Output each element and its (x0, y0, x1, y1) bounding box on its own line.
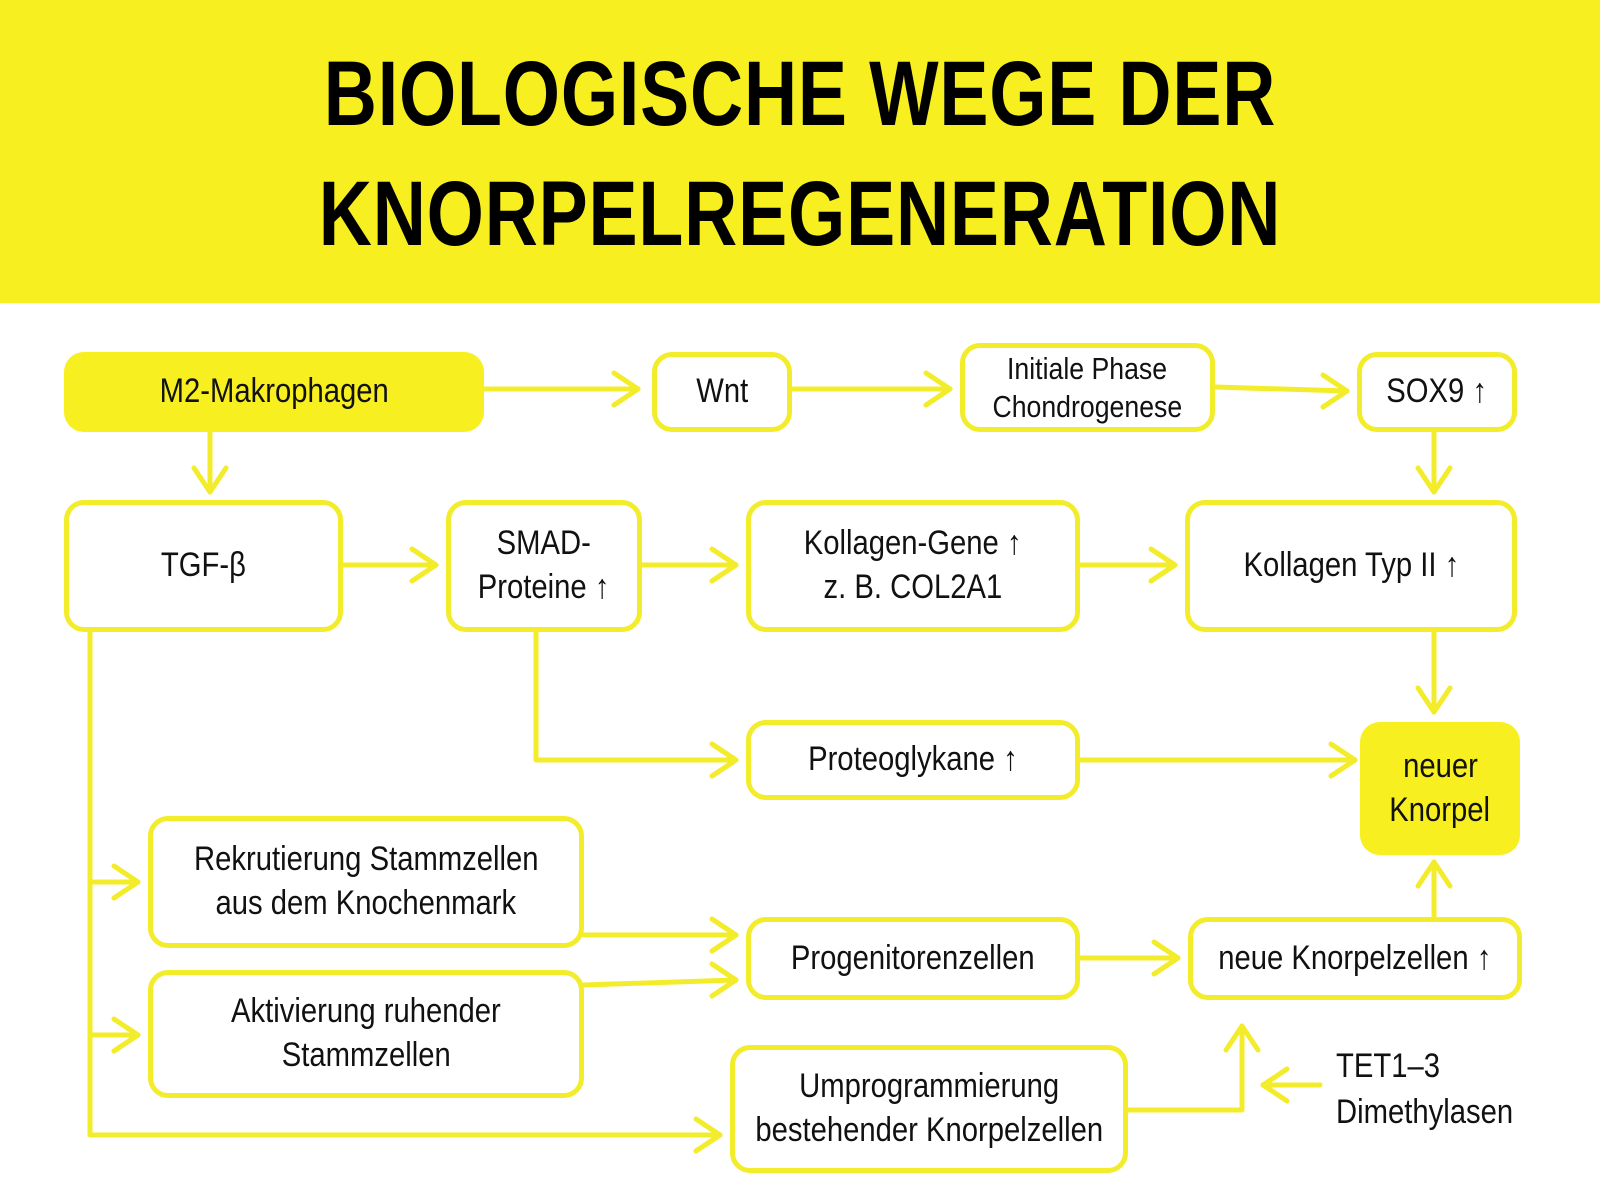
node-kollagen-gene: Kollagen-Gene ↑ z. B. COL2A1 (746, 500, 1080, 632)
arrow-umprog-to-neue (1125, 1023, 1245, 1113)
arrowhead (111, 1016, 141, 1054)
arrow-aktivierung-to-progenitor (581, 977, 739, 988)
node-label: aus dem Knochenmark (215, 884, 517, 922)
node-label: Stammzellen (281, 1036, 451, 1074)
page-title-line-1: BIOLOGISCHE WEGE DER (323, 43, 1277, 145)
node-m2-makrophagen: M2-Makrophagen (64, 352, 484, 432)
node-label: Progenitorenzellen (791, 938, 1035, 977)
node-neuer-knorpel: neuer Knorpel (1360, 722, 1520, 855)
node-label: SMAD- (496, 524, 592, 563)
node-label: Rekrutierung Stammzellen (193, 840, 539, 879)
arrowhead (709, 741, 739, 779)
trunk-tgf-down (87, 629, 723, 1138)
node-label: Wnt (695, 372, 748, 411)
label-tet-dimethylasen: TET1–3 Dimethylasen (1336, 1044, 1542, 1136)
arrowhead (191, 465, 229, 495)
node-neue-knorpelzellen: neue Knorpelzellen ↑ (1188, 917, 1522, 1000)
node-initiale-phase: Initiale Phase Chondrogenese (960, 343, 1215, 432)
arrowhead (709, 961, 739, 999)
arrow-initiale-to-sox9 (1212, 384, 1350, 394)
arrowhead (1415, 859, 1453, 889)
arrowhead (693, 1116, 723, 1154)
node-label: Aktivierung ruhender (231, 992, 501, 1031)
arrowhead (1151, 939, 1181, 977)
node-rekrutierung-stammzellen: Rekrutierung Stammzellen aus dem Knochen… (148, 816, 584, 948)
node-wnt: Wnt (652, 352, 792, 432)
page-title-line-2: KNORPELREGENERATION (318, 163, 1282, 265)
arrowhead (1415, 685, 1453, 715)
node-label: Proteine ↑ (478, 568, 610, 606)
node-label: Umprogrammierung (798, 1067, 1059, 1106)
node-label: neuer (1402, 746, 1478, 785)
arrowhead (111, 863, 141, 901)
label-line: TET1–3 (1336, 1047, 1441, 1085)
arrowhead (1148, 546, 1178, 584)
node-label: Initiale Phase (1007, 351, 1168, 387)
arrowhead (611, 370, 641, 408)
node-progenitorenzellen: Progenitorenzellen (746, 917, 1080, 1000)
arrowhead (1260, 1066, 1290, 1104)
node-sox9: SOX9 ↑ (1357, 352, 1517, 432)
node-label: SOX9 ↑ (1386, 372, 1488, 411)
arrowhead (1320, 372, 1350, 410)
node-label: Knorpel (1389, 790, 1491, 829)
node-smad-proteine: SMAD- Proteine ↑ (446, 500, 642, 632)
node-umprogrammierung: Umprogrammierung bestehender Knorpelzell… (730, 1045, 1128, 1173)
node-label: Chondrogenese (992, 388, 1183, 424)
arrowhead (709, 916, 739, 954)
arrowhead (1223, 1023, 1261, 1053)
node-proteoglykane: Proteoglykane ↑ (746, 720, 1080, 800)
node-label: bestehender Knorpelzellen (755, 1111, 1103, 1149)
node-label: Kollagen Typ II ↑ (1243, 546, 1459, 585)
node-aktivierung-stammzellen: Aktivierung ruhender Stammzellen (148, 970, 584, 1098)
node-label: Proteoglykane ↑ (808, 740, 1018, 779)
arrow-smad-to-proteoglykane (533, 629, 739, 763)
arrowhead (923, 370, 953, 408)
node-kollagen-typ-ii: Kollagen Typ II ↑ (1185, 500, 1517, 632)
node-label: TGF-β (160, 546, 247, 585)
node-label: neue Knorpelzellen ↑ (1218, 938, 1492, 977)
arrowhead (1328, 741, 1358, 779)
arrowhead (409, 546, 439, 584)
label-line: Dimethylasen (1336, 1092, 1514, 1131)
node-label: z. B. COL2A1 (823, 568, 1003, 606)
node-label: Kollagen-Gene ↑ (804, 524, 1022, 563)
arrowhead (709, 546, 739, 584)
arrowhead (1415, 465, 1453, 495)
title-banner: BIOLOGISCHE WEGE DER KNORPELREGENERATION (0, 0, 1600, 303)
node-tgf-beta: TGF-β (64, 500, 343, 632)
node-label: M2-Makrophagen (159, 372, 389, 411)
